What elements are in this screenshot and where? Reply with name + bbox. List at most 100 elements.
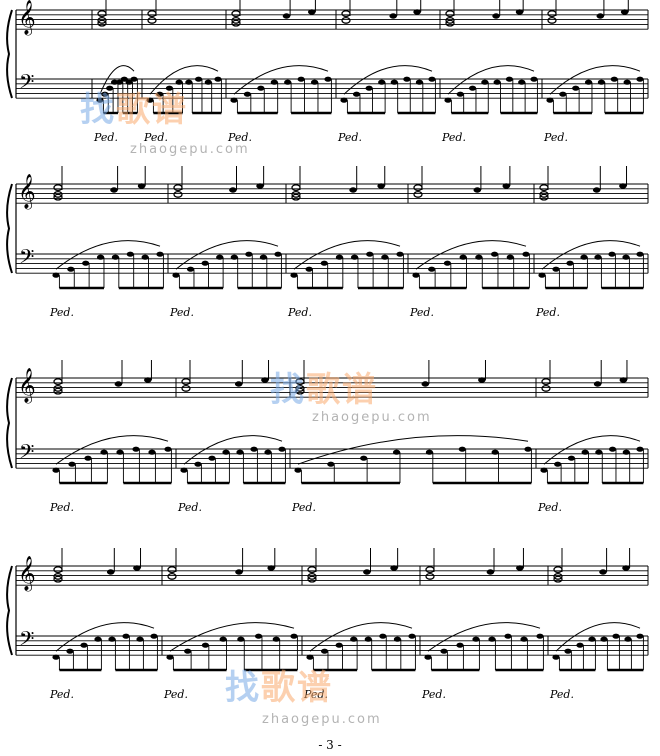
note-head <box>393 636 402 642</box>
note-head <box>307 575 317 583</box>
note-head <box>267 565 276 571</box>
note-head <box>541 384 551 392</box>
note-head <box>600 636 608 642</box>
slur <box>55 240 161 270</box>
note-head <box>599 569 607 575</box>
note-head <box>456 91 464 97</box>
note-head <box>245 251 253 257</box>
pedal-mark: Ped. <box>93 131 118 144</box>
note-head <box>150 633 158 639</box>
slur <box>427 622 541 652</box>
note-head <box>180 467 188 473</box>
slur <box>309 622 413 652</box>
note-head <box>201 642 210 648</box>
note-head <box>593 381 602 387</box>
note-head <box>324 76 332 82</box>
note-head <box>636 251 644 257</box>
note-head <box>412 272 420 278</box>
note-head <box>539 193 549 201</box>
note-head <box>173 190 183 198</box>
note-head <box>137 183 146 189</box>
treble-clef-icon: 𝄞 <box>18 556 36 592</box>
note-head <box>201 260 209 266</box>
note-head <box>530 76 538 82</box>
note-head <box>96 254 105 260</box>
note-head <box>236 449 244 455</box>
note-head <box>272 636 280 642</box>
note-head <box>524 446 532 452</box>
bass-clef-icon: 𝄢 <box>19 627 34 655</box>
note-head <box>392 449 401 455</box>
note-head <box>612 633 620 639</box>
note-head <box>363 569 371 575</box>
note-head <box>184 648 192 654</box>
note-head <box>126 251 134 257</box>
pedal-mark: Ped. <box>421 688 446 701</box>
note-head <box>566 260 574 266</box>
note-head <box>473 187 482 193</box>
note-head <box>130 76 138 82</box>
brace <box>6 565 13 656</box>
note-head <box>506 254 514 260</box>
pedal-mark: Ped. <box>163 688 188 701</box>
note-head <box>440 648 448 654</box>
note-head <box>53 575 63 583</box>
brace <box>6 183 13 274</box>
note-head <box>340 97 348 103</box>
note-head <box>186 266 195 272</box>
pedal-mark: Ped. <box>177 501 202 514</box>
note-head <box>377 183 385 189</box>
note-head <box>219 636 227 642</box>
note-head <box>320 260 328 266</box>
note-head <box>230 97 238 103</box>
note-head <box>428 76 436 82</box>
note-head <box>96 97 104 103</box>
note-head <box>608 251 616 257</box>
note-head <box>194 461 202 467</box>
note-head <box>254 633 263 639</box>
note-head <box>82 260 90 266</box>
note-head <box>428 266 436 272</box>
note-head <box>458 446 466 452</box>
note-head <box>132 446 140 452</box>
note-head <box>622 565 630 571</box>
note-head <box>350 636 358 642</box>
note-head <box>94 636 102 642</box>
note-head <box>290 272 298 278</box>
note-head <box>231 16 241 24</box>
pedal-mark: Ped. <box>291 501 316 514</box>
slur <box>555 622 641 652</box>
treble-clef-icon: 𝄞 <box>18 368 36 404</box>
treble-clef-icon: 𝄞 <box>18 174 36 210</box>
note-head <box>53 184 63 192</box>
page-number: - 3 - <box>318 738 342 752</box>
note-head <box>165 85 174 91</box>
note-head <box>623 79 631 85</box>
note-head <box>216 254 224 260</box>
slur <box>183 435 283 465</box>
note-head <box>291 190 301 198</box>
note-head <box>636 76 644 82</box>
slur <box>175 240 279 270</box>
note-head <box>364 636 372 642</box>
note-head <box>584 79 593 85</box>
slur <box>149 65 219 95</box>
note-head <box>282 13 291 19</box>
brace <box>6 9 13 99</box>
note-head <box>115 79 124 85</box>
note-head <box>106 85 114 91</box>
slur <box>55 435 169 465</box>
note-head <box>425 572 435 580</box>
note-head <box>622 449 630 455</box>
note-head <box>554 461 562 467</box>
note-head <box>208 455 216 461</box>
note-head <box>194 76 203 82</box>
slur <box>343 65 433 95</box>
note-head <box>294 467 302 473</box>
note-head <box>350 254 359 260</box>
note-head <box>468 85 477 91</box>
note-head <box>164 446 172 452</box>
note-head <box>588 636 596 642</box>
note-head <box>166 654 174 660</box>
note-head <box>444 97 452 103</box>
